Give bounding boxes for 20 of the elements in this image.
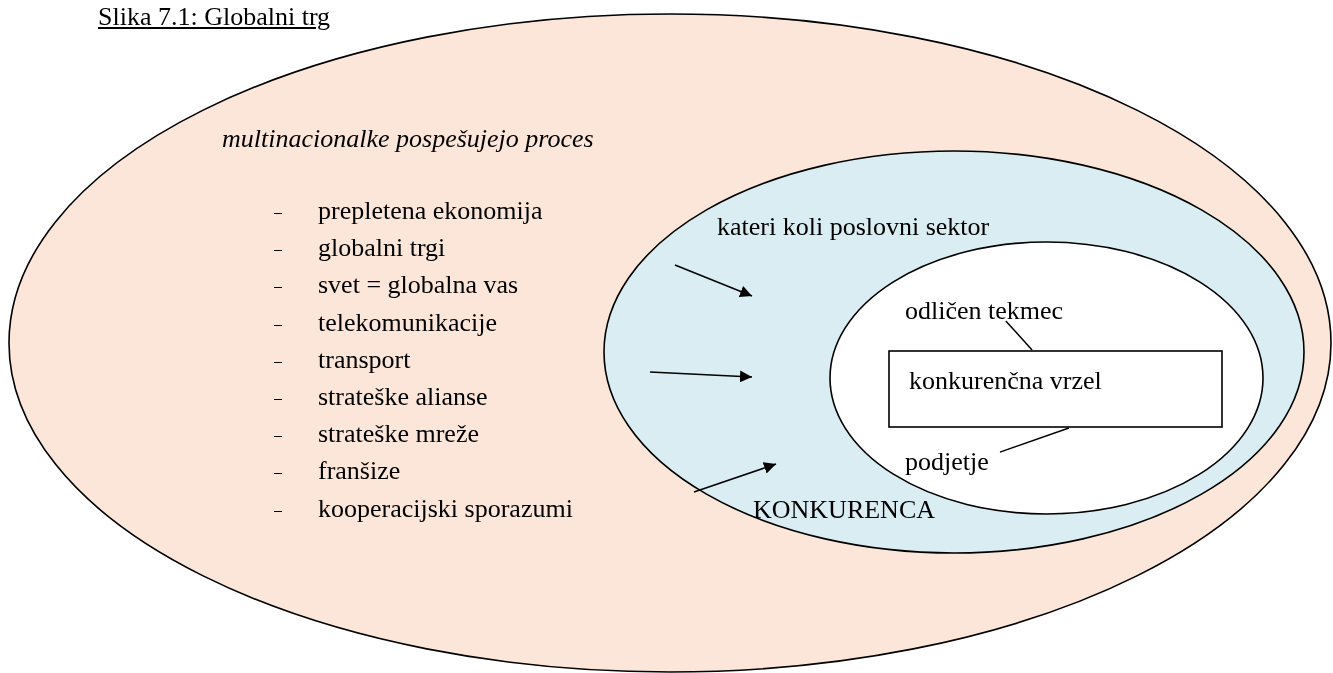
leader-text: podjetje	[905, 447, 989, 477]
leader-line	[1005, 320, 1033, 351]
list-item: svet = globalna vas	[318, 270, 519, 301]
leader-text: odličen tekmec	[905, 296, 1064, 326]
sector-label: kateri koli poslovni sektor	[717, 212, 990, 242]
inner-ellipse	[603, 150, 1305, 554]
gap-box	[888, 350, 1223, 428]
box-label: konkurenčna vrzel	[909, 366, 1102, 396]
heading-text: multinacionalke pospešujejo proces	[222, 124, 594, 154]
list-item: globalni trgi	[318, 233, 446, 264]
figure-title: Slika 7.1: Globalni trg	[98, 2, 331, 32]
list-item: strateške alianse	[318, 382, 488, 412]
list-item: strateške mreže	[318, 419, 479, 450]
list-item: prepletena ekonomija	[318, 196, 543, 226]
list-item: franšize	[318, 456, 401, 487]
competition-label: KONKURENCA	[753, 495, 935, 525]
leader-line	[999, 427, 1070, 453]
list-item: kooperacijski sporazumi	[318, 493, 573, 524]
list-item: transport	[318, 344, 411, 375]
list-item: telekomunikacije	[318, 307, 498, 338]
